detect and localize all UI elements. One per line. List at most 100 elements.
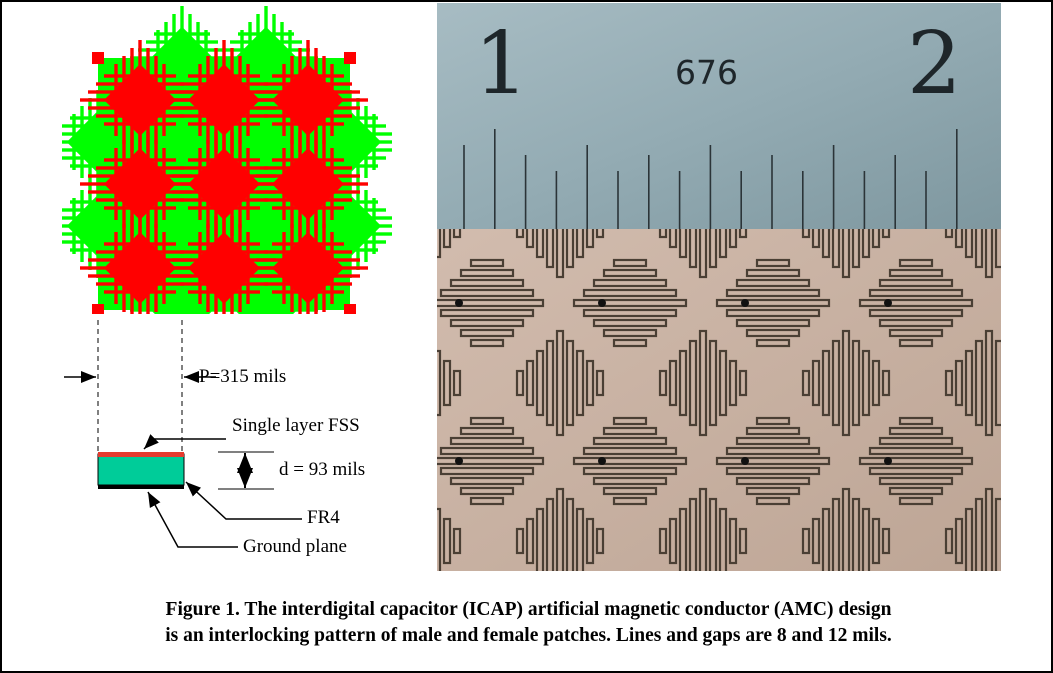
- vertical-finger: [238, 140, 242, 228]
- trace-finger: [459, 486, 515, 496]
- vertical-finger: [120, 198, 124, 254]
- trace-finger: [582, 288, 678, 298]
- horizontal-finger: [238, 80, 294, 84]
- trace-finger: [841, 329, 851, 437]
- trace-finger: [851, 229, 861, 269]
- trace-finger: [878, 476, 954, 486]
- horizontal-finger: [222, 232, 310, 236]
- via: [455, 457, 463, 465]
- trace-finger: [811, 229, 821, 249]
- trace-finger: [868, 308, 964, 318]
- vertical-finger: [112, 190, 116, 262]
- horizontal-finger: [272, 290, 344, 294]
- trace-finger: [718, 229, 728, 259]
- horizontal-finger: [146, 72, 218, 76]
- trace-finger: [592, 318, 668, 328]
- trace-finger: [585, 229, 595, 249]
- trace-finger: [602, 426, 658, 436]
- trace-finger: [449, 278, 525, 288]
- corner-pad: [92, 52, 104, 64]
- vertical-finger: [230, 48, 234, 152]
- via: [598, 457, 606, 465]
- trace-finger: [585, 359, 595, 407]
- horizontal-finger: [172, 106, 276, 110]
- trace-finger: [449, 476, 525, 486]
- vertical-finger: [230, 216, 234, 314]
- trace-finger: [861, 349, 871, 417]
- vertical-finger: [154, 140, 158, 228]
- meander-traces: [437, 229, 1001, 571]
- ground-leader: [147, 491, 238, 548]
- trace-finger: [964, 229, 974, 259]
- trace-finger: [668, 517, 678, 565]
- trace-finger: [728, 517, 738, 565]
- vertical-finger: [204, 30, 208, 86]
- ruler-label-2: 2: [907, 14, 962, 114]
- trace-finger: [984, 329, 994, 437]
- vertical-finger: [264, 90, 268, 194]
- trace-finger: [575, 507, 585, 571]
- trace-finger: [442, 229, 452, 249]
- fr4-substrate: [97, 453, 185, 486]
- trace-finger: [881, 369, 891, 397]
- horizontal-finger: [314, 156, 386, 160]
- via: [455, 299, 463, 307]
- trace-finger: [728, 359, 738, 407]
- ruler-label-1: 1: [474, 14, 529, 114]
- trace-finger: [535, 507, 545, 571]
- trace-finger: [688, 497, 698, 571]
- trace-finger: [755, 416, 791, 426]
- trace-finger: [545, 229, 555, 269]
- corner-pad: [344, 304, 356, 314]
- ground-plane: [98, 485, 184, 489]
- horizontal-finger: [62, 148, 142, 152]
- trace-finger: [888, 328, 944, 338]
- vertical-finger: [222, 40, 226, 160]
- vertical-finger: [240, 282, 244, 314]
- vertical-finger: [204, 198, 208, 254]
- trace-finger: [964, 507, 974, 571]
- trace-finger: [871, 517, 881, 565]
- vertical-finger: [180, 174, 184, 278]
- vertical-finger: [154, 224, 158, 312]
- horizontal-finger: [230, 156, 302, 160]
- trace-finger: [725, 446, 821, 456]
- vertical-finger: [138, 40, 142, 160]
- vertical-finger: [222, 208, 226, 314]
- trace-finger: [745, 486, 801, 496]
- trace-finger: [715, 456, 831, 466]
- vertical-finger: [280, 190, 284, 262]
- horizontal-finger: [238, 248, 294, 252]
- trace-finger: [715, 298, 831, 308]
- trace-finger: [735, 318, 811, 328]
- vertical-finger: [348, 174, 352, 278]
- trace-finger: [515, 527, 525, 555]
- trace-finger: [572, 298, 688, 308]
- horizontal-finger: [88, 190, 192, 194]
- trace-finger: [954, 229, 964, 249]
- via: [741, 457, 749, 465]
- horizontal-finger: [70, 248, 126, 252]
- trace-finger: [708, 497, 718, 571]
- trace-finger: [984, 229, 994, 279]
- trace-finger: [602, 328, 658, 338]
- trace-finger: [881, 229, 891, 239]
- horizontal-finger: [188, 290, 260, 294]
- trace-finger: [437, 298, 545, 308]
- trace-finger: [944, 369, 954, 397]
- trace-finger: [698, 487, 708, 571]
- trace-finger: [452, 369, 462, 397]
- trace-finger: [582, 466, 678, 476]
- vertical-finger: [272, 266, 276, 314]
- trace-finger: [535, 229, 545, 259]
- trace-finger: [718, 349, 728, 417]
- horizontal-finger: [222, 64, 310, 68]
- trace-finger: [688, 229, 698, 269]
- trace-finger: [459, 426, 515, 436]
- horizontal-finger: [322, 164, 378, 168]
- vertical-finger: [204, 114, 208, 170]
- trace-finger: [612, 416, 648, 426]
- horizontal-finger: [62, 240, 134, 244]
- trace-finger: [728, 229, 738, 249]
- vertical-finger: [288, 30, 292, 86]
